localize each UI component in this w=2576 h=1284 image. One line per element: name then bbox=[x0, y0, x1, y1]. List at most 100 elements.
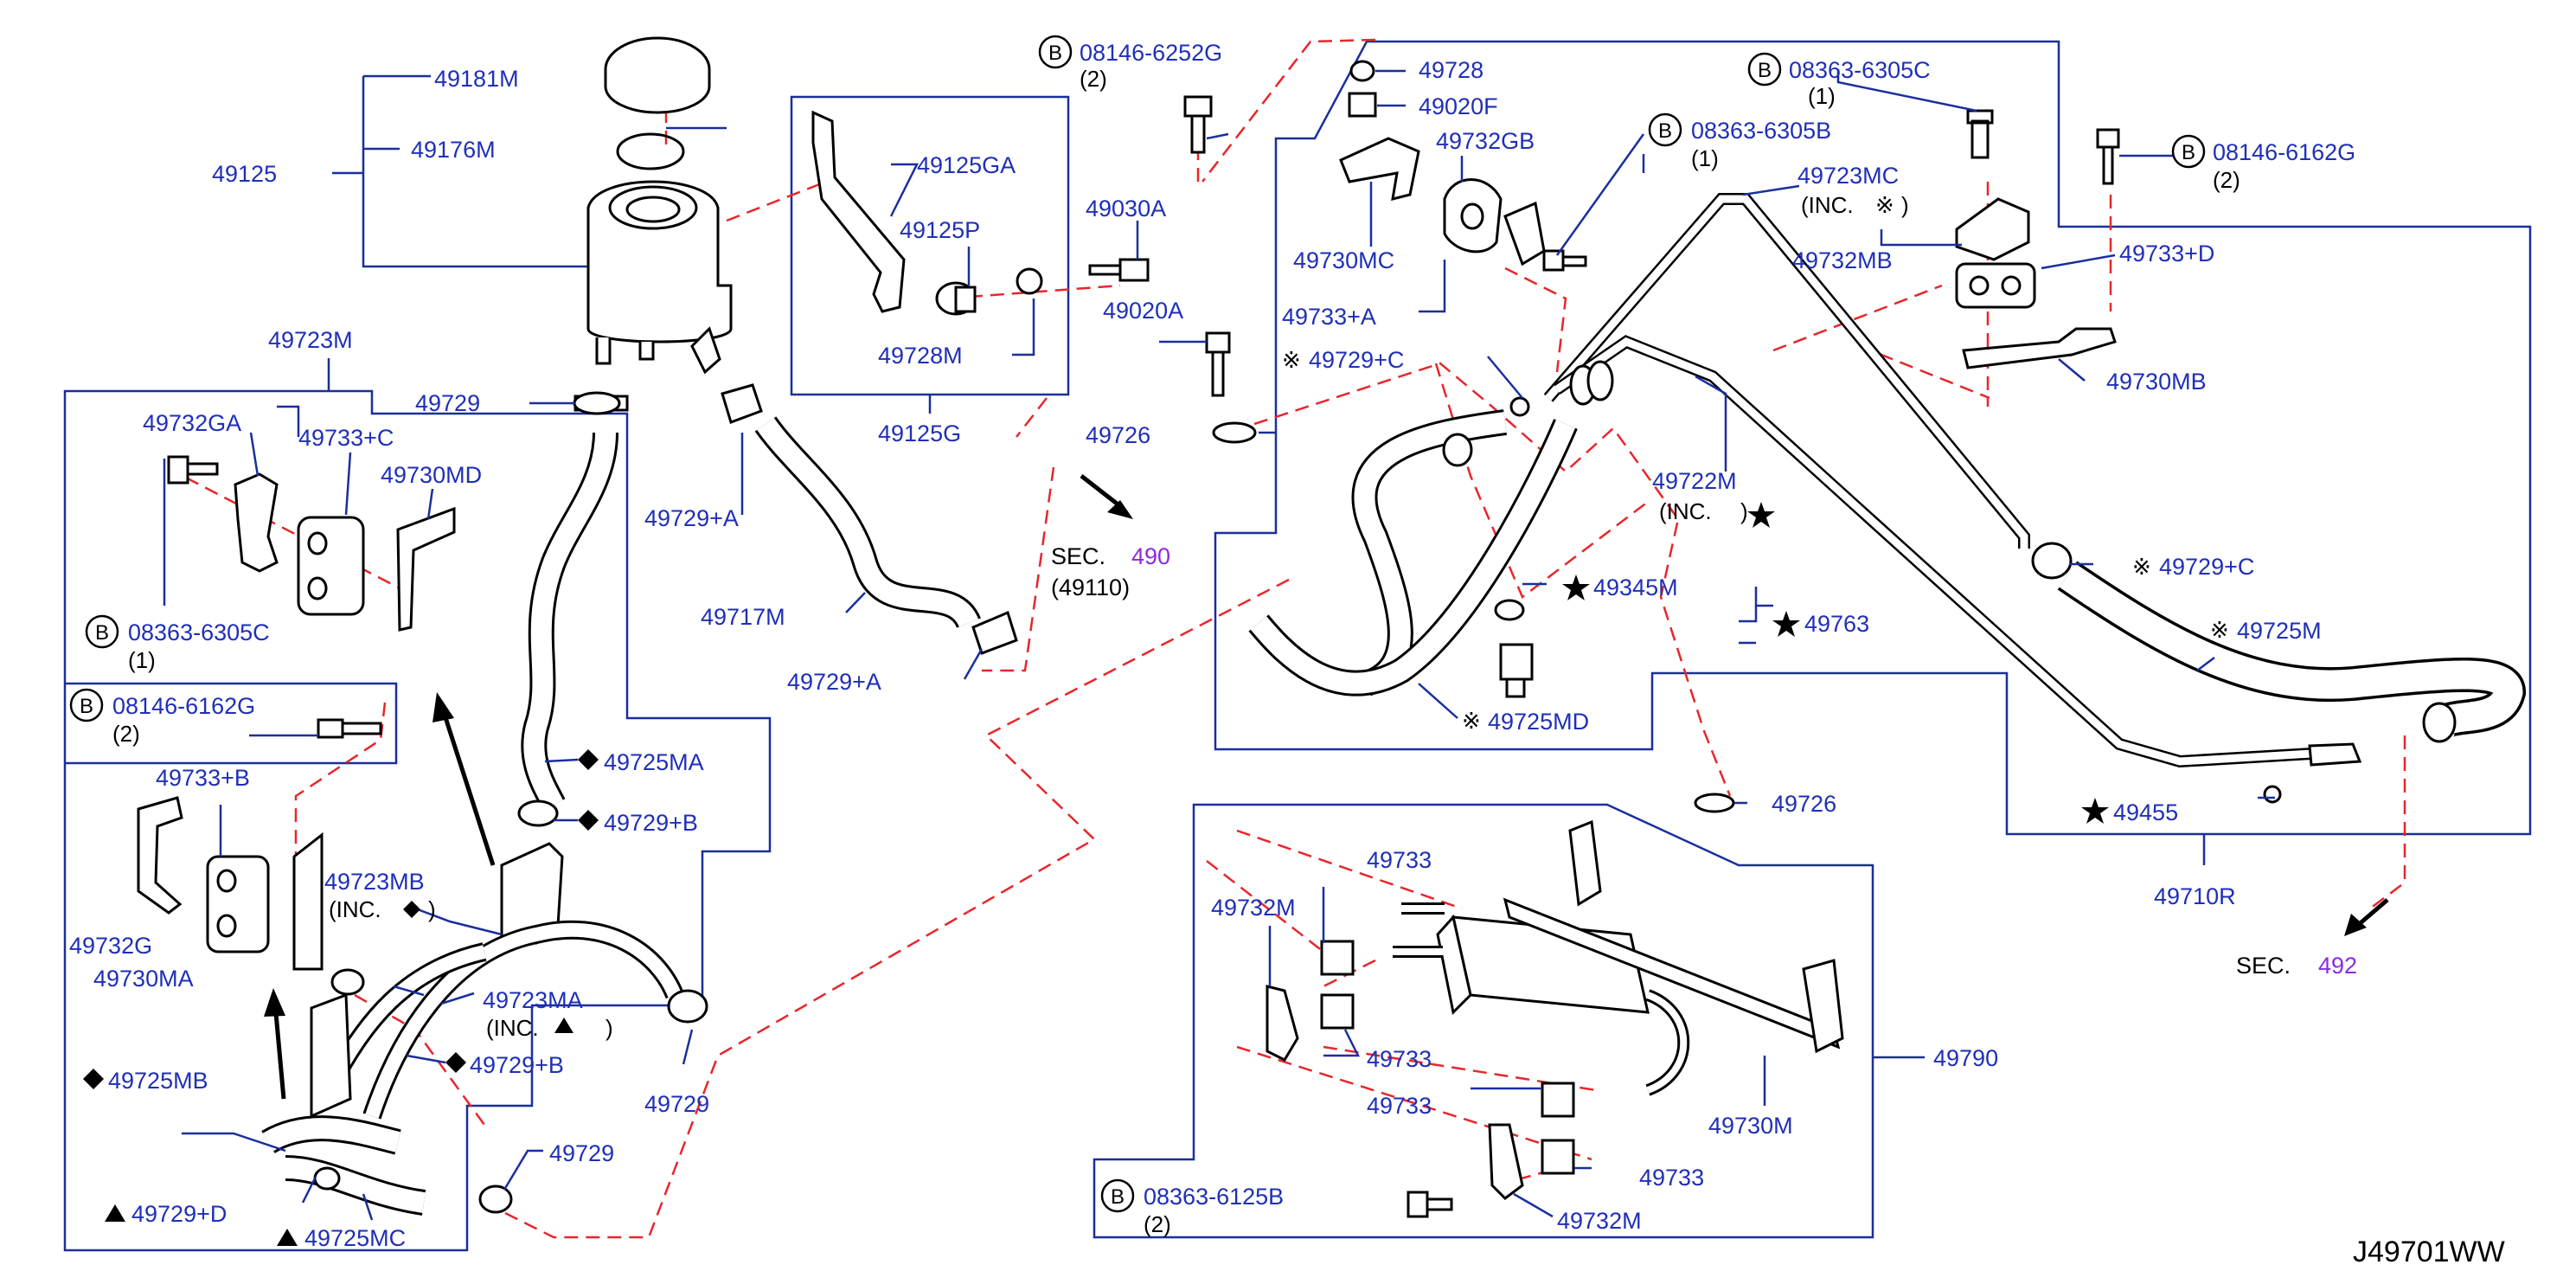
clamp-49729A-upper bbox=[721, 383, 763, 424]
label-49725MD: 49725MD bbox=[1488, 709, 1589, 735]
inc-49723MA-close: ) bbox=[606, 1015, 613, 1041]
bolt-number-1: 08146-6252G bbox=[1080, 40, 1222, 66]
b-circle-6 bbox=[69, 688, 104, 722]
label-49345M: 49345M bbox=[1593, 575, 1678, 600]
label-49717M: 49717M bbox=[701, 604, 785, 630]
bolt-number-7: 08363-6125B bbox=[1144, 1184, 1284, 1210]
cushion-49733B bbox=[206, 855, 270, 953]
bracket-49730MD bbox=[396, 506, 456, 632]
bolt-qty-4: (2) bbox=[2213, 167, 2240, 193]
star-mark-49455 bbox=[2081, 798, 2109, 824]
bolt-qty-3: (1) bbox=[1691, 145, 1719, 171]
label-49455: 49455 bbox=[2113, 799, 2178, 825]
label-49733A: 49733+A bbox=[1282, 304, 1376, 330]
label-49725MC: 49725MC bbox=[304, 1225, 406, 1251]
inc-49722M-close: ) bbox=[1740, 498, 1748, 524]
collar-49733-2 bbox=[1320, 993, 1355, 1030]
diagram-code: J49701WW bbox=[2353, 1236, 2505, 1268]
frame-49710R bbox=[1214, 40, 2532, 836]
clamp-49732M-upper bbox=[1266, 985, 1299, 1062]
label-49722M: 49722M bbox=[1652, 468, 1737, 494]
bolt-08146-6252G bbox=[1183, 95, 1213, 154]
bolt-callouts: B 08146-6252G (2) B 08363-6305C (1) B 08… bbox=[69, 35, 2355, 1237]
label-49732MB: 49732MB bbox=[1792, 247, 1893, 273]
sec-ref-492: 492 bbox=[2318, 953, 2357, 979]
b-circle-5 bbox=[85, 614, 119, 649]
label-49725MB: 49725MB bbox=[108, 1068, 208, 1094]
frame-49790 bbox=[1093, 803, 1874, 1239]
label-49790: 49790 bbox=[1933, 1045, 1998, 1071]
sec-label-492: SEC. bbox=[2236, 953, 2291, 979]
bolt-qty-6: (2) bbox=[112, 721, 140, 747]
bolt-49030A bbox=[1088, 258, 1150, 282]
note-mark-49729C-lower: ※ bbox=[2132, 555, 2151, 581]
b-letter-7: B bbox=[1111, 1185, 1125, 1209]
bolt-qty-7: (2) bbox=[1144, 1211, 1171, 1237]
bracket-49730M bbox=[1503, 897, 1841, 1050]
label-49732G: 49732G bbox=[69, 933, 152, 959]
bracket-49730MA bbox=[292, 831, 324, 971]
label-49125P: 49125P bbox=[900, 217, 980, 243]
star-mark-49722M bbox=[1747, 502, 1775, 528]
label-49730M: 49730M bbox=[1708, 1113, 1793, 1139]
bolt-08363-6305C-right bbox=[1966, 109, 1994, 159]
label-49728M: 49728M bbox=[878, 343, 963, 369]
b-circle-4 bbox=[2171, 134, 2206, 169]
b-letter-2: B bbox=[1758, 59, 1772, 82]
label-49729D: 49729+D bbox=[131, 1201, 227, 1227]
bolt-08146-6162G-right bbox=[2096, 128, 2120, 185]
b-letter-3: B bbox=[1658, 119, 1672, 143]
fitting-49020F bbox=[1348, 92, 1377, 118]
label-49729-lower: 49729 bbox=[549, 1140, 614, 1166]
label-49729-mid: 49729 bbox=[644, 1091, 709, 1117]
label-49730MB: 49730MB bbox=[2106, 369, 2207, 395]
b-letter-1: B bbox=[1048, 42, 1062, 65]
diamond-mark-49729B-lower bbox=[445, 1052, 466, 1073]
label-49728: 49728 bbox=[1419, 57, 1483, 83]
bracket-49730MB bbox=[1962, 327, 2117, 369]
clamp-49729-lower bbox=[478, 1184, 513, 1214]
frame-49723M bbox=[63, 389, 772, 1252]
clamp-49732G bbox=[137, 796, 183, 915]
bolt-08363-6305C-left bbox=[167, 455, 219, 485]
label-49733-4: 49733 bbox=[1639, 1165, 1704, 1191]
label-49733-3: 49733 bbox=[1367, 1093, 1432, 1119]
switch-49763 bbox=[1499, 643, 1534, 698]
bracket-49730MC bbox=[1339, 137, 1420, 202]
clamp-49729-mid bbox=[667, 989, 708, 1024]
label-49733-1: 49733 bbox=[1367, 847, 1432, 873]
collar-49733-4 bbox=[1541, 1139, 1575, 1175]
washer-49726-lower bbox=[1694, 793, 1735, 813]
triangle-mark-49729D bbox=[105, 1204, 125, 1222]
diamond-mark-49725MB bbox=[83, 1069, 104, 1089]
bolt-08363-6125B bbox=[1407, 1191, 1453, 1218]
section-references: SEC. 490 (49110) SEC. 492 bbox=[1051, 543, 2357, 979]
inc-49723MC-mark: ※ bbox=[1875, 193, 1894, 219]
label-49020F: 49020F bbox=[1419, 93, 1498, 119]
label-49732M-lower: 49732M bbox=[1557, 1208, 1642, 1234]
label-49176M: 49176M bbox=[411, 137, 496, 163]
cushion-49733D bbox=[1955, 262, 2036, 309]
leader-lines bbox=[163, 69, 2275, 1221]
label-49733C: 49733+C bbox=[298, 425, 394, 451]
sec-ref-490: 490 bbox=[1131, 543, 1170, 569]
inc-49722M-open: (INC. bbox=[1659, 498, 1712, 524]
bolt-qty-2: (1) bbox=[1808, 83, 1836, 109]
sec-sub-49110: (49110) bbox=[1051, 575, 1130, 600]
b-letter-6: B bbox=[80, 695, 93, 718]
b-letter-4: B bbox=[2182, 141, 2195, 164]
label-49723MA: 49723MA bbox=[483, 987, 583, 1013]
label-49725M: 49725M bbox=[2237, 618, 2322, 644]
inc-49723MB-open: (INC. bbox=[329, 896, 381, 922]
label-49733-2: 49733 bbox=[1367, 1046, 1432, 1072]
bolt-qty-1: (2) bbox=[1080, 66, 1107, 92]
b-circle-1 bbox=[1038, 35, 1073, 69]
collar-49728M bbox=[1016, 267, 1043, 295]
b-circle-2 bbox=[1747, 52, 1782, 87]
label-49730MA: 49730MA bbox=[93, 966, 194, 992]
bolt-number-3: 08363-6305B bbox=[1691, 118, 1831, 144]
bolt-number-2: 08363-6305C bbox=[1789, 57, 1931, 83]
b-circle-7 bbox=[1100, 1178, 1135, 1213]
label-49030A: 49030A bbox=[1086, 196, 1166, 221]
